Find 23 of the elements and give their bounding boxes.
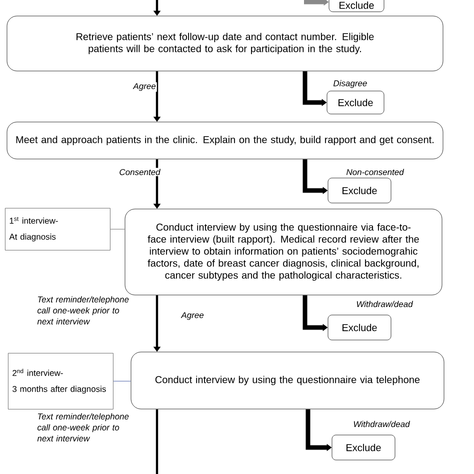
connector-line	[156, 409, 158, 474]
timepoint-box: 1$^{st}$ interview- At diagnosis	[5, 208, 110, 250]
edge-label: Withdraw/dead	[352, 420, 411, 428]
exclude-box: Exclude	[328, 314, 392, 340]
edge-label: Consented	[118, 168, 162, 176]
edge-label: Agree	[132, 82, 157, 92]
edge-label: Disagree	[332, 79, 368, 89]
leader-line	[113, 380, 132, 382]
timepoint-box: 2$^{nd}$ interview- 3 months after diagnosis	[8, 353, 114, 410]
note-text: Text reminder/telephone call one-week prior to next interview	[37, 296, 129, 324]
exclude-box: Exclude	[332, 434, 396, 460]
process-box: Conduct interview by using the questionnaire via face-to-face interview (built rapport). Medical record review after the interview to obtain information on patients’ sociodemograhic factors, date of breast cancer diagnosis, clinical background, cancer subtypes and the pathological characteristics.	[124, 208, 442, 296]
edge-label: Withdraw/dead	[355, 300, 414, 308]
exclude-box: Exclude	[328, 0, 384, 12]
process-box: Meet and approach patients in the clinic. Explain on the study, build rapport and get consent.	[6, 122, 444, 160]
exclude-box: Exclude	[326, 90, 384, 114]
leader-line	[110, 228, 126, 230]
exclude-box: Exclude	[328, 178, 392, 204]
edge-label: Agree	[180, 311, 205, 321]
edge-label: Non-consented	[345, 168, 405, 176]
process-box: Conduct interview by using the questionnaire via telephone	[130, 352, 444, 410]
process-box: Retrieve patients’ next follow-up date and contact number. Eligible patients will be contacted to ask for participation in the study.	[6, 16, 444, 72]
note-text: Text reminder/telephone call one-week prior to next interview	[37, 413, 129, 442]
